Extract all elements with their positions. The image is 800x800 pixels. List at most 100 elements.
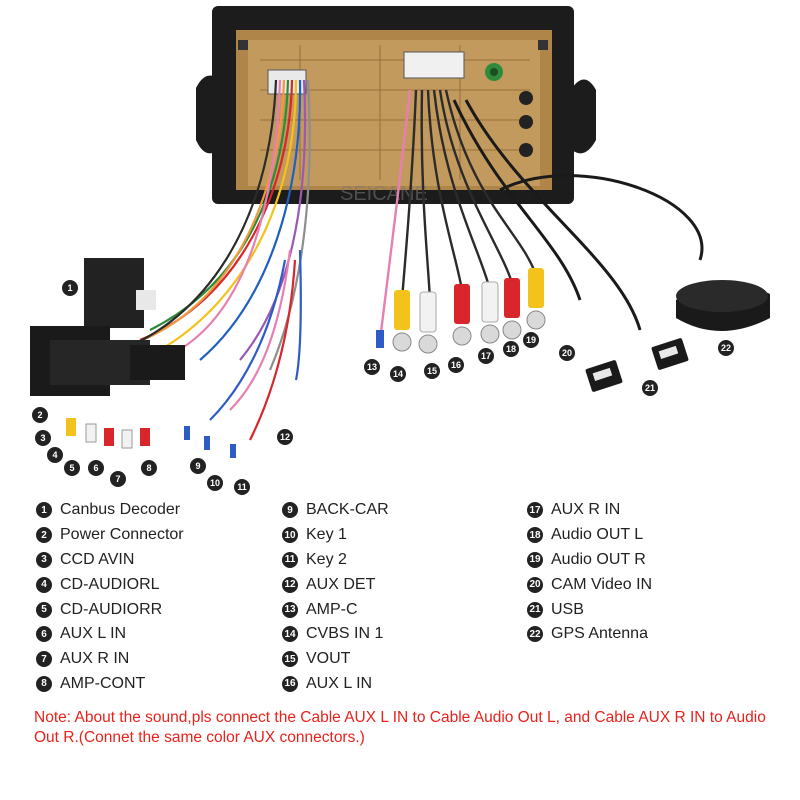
harness-rca-plugs xyxy=(66,418,236,458)
svg-text:8: 8 xyxy=(146,463,151,473)
legend-label: BACK-CAR xyxy=(306,501,389,519)
gps-antenna xyxy=(676,280,770,331)
svg-text:9: 9 xyxy=(195,461,200,471)
callout-4: 4 xyxy=(47,447,63,463)
callout-8: 8 xyxy=(141,460,157,476)
svg-text:22: 22 xyxy=(721,343,731,353)
callout-12: 12 xyxy=(277,429,293,445)
svg-text:16: 16 xyxy=(451,360,461,370)
svg-text:14: 14 xyxy=(393,369,403,379)
legend-item: 5 CD-AUDIORR xyxy=(36,597,184,622)
callout-10: 10 xyxy=(207,475,223,491)
svg-text:21: 21 xyxy=(645,383,655,393)
svg-text:3: 3 xyxy=(40,433,45,443)
callout-20: 20 xyxy=(559,345,575,361)
legend-label: Key 1 xyxy=(306,526,347,544)
legend-number: 14 xyxy=(282,626,298,643)
legend-label: AUX R IN xyxy=(551,501,621,519)
legend-number: 7 xyxy=(36,651,52,668)
callout-6: 6 xyxy=(88,460,104,476)
wiring-diagram: SEICANE xyxy=(30,6,770,495)
svg-text:6: 6 xyxy=(93,463,98,473)
svg-text:20: 20 xyxy=(562,348,572,358)
legend-number: 21 xyxy=(527,601,543,618)
legend-label: AMP-CONT xyxy=(60,674,146,692)
callout-22: 22 xyxy=(718,340,734,356)
legend-number: 16 xyxy=(282,675,298,692)
legend-label: USB xyxy=(551,600,584,618)
svg-text:1: 1 xyxy=(67,283,72,293)
callout-3: 3 xyxy=(35,430,51,446)
callout-11: 11 xyxy=(234,479,250,495)
svg-text:5: 5 xyxy=(69,463,74,473)
legend-label: CCD AVIN xyxy=(60,550,135,568)
legend-item: 20 CAM Video IN xyxy=(527,572,652,597)
callout-18: 18 xyxy=(503,341,519,357)
legend-number: 9 xyxy=(282,502,298,519)
legend-number: 3 xyxy=(36,551,52,568)
legend-item: 17 AUX R IN xyxy=(527,498,652,523)
svg-text:17: 17 xyxy=(481,351,491,361)
svg-text:10: 10 xyxy=(210,478,220,488)
watermark: SEICANE xyxy=(340,183,428,205)
callout-16: 16 xyxy=(448,357,464,373)
svg-text:15: 15 xyxy=(427,366,437,376)
legend-number: 17 xyxy=(527,502,543,519)
legend-item: 21 USB xyxy=(527,597,652,622)
usb-plugs xyxy=(585,338,689,392)
legend-number: 11 xyxy=(282,551,298,568)
legend-item: 14 CVBS IN 1 xyxy=(282,622,389,647)
power-connector-body xyxy=(30,326,185,396)
legend-number: 5 xyxy=(36,601,52,618)
head-unit xyxy=(196,6,596,204)
legend-item: 9 BACK-CAR xyxy=(282,498,389,523)
connection-note: Note: About the sound,pls connect the Ca… xyxy=(34,709,766,746)
legend-item: 12 AUX DET xyxy=(282,572,389,597)
callout-7: 7 xyxy=(110,471,126,487)
legend-label: AMP-C xyxy=(306,600,358,618)
legend-number: 12 xyxy=(282,576,298,593)
legend-number: 8 xyxy=(36,675,52,692)
callout-21: 21 xyxy=(642,380,658,396)
legend-number: 19 xyxy=(527,551,543,568)
middle-cables xyxy=(378,89,704,341)
legend-label: CAM Video IN xyxy=(551,575,653,593)
legend-number: 20 xyxy=(527,576,543,593)
callout-9: 9 xyxy=(190,458,206,474)
svg-text:11: 11 xyxy=(237,482,247,492)
callout-17: 17 xyxy=(478,348,494,364)
svg-text:7: 7 xyxy=(115,474,120,484)
legend-number: 1 xyxy=(36,502,52,519)
legend-label: Power Connector xyxy=(60,526,184,544)
callout-2: 2 xyxy=(32,407,48,423)
legend-number: 4 xyxy=(36,576,52,593)
legend-label: GPS Antenna xyxy=(551,625,648,643)
callout-19: 19 xyxy=(523,332,539,348)
svg-text:18: 18 xyxy=(506,344,516,354)
callout-1: 1 xyxy=(62,280,78,296)
legend-item: 8 AMP-CONT xyxy=(36,672,184,697)
legend-label: AUX DET xyxy=(306,575,376,593)
legend-number: 18 xyxy=(527,527,543,544)
legend-label: CVBS IN 1 xyxy=(306,625,384,643)
legend-number: 6 xyxy=(36,626,52,643)
callout-15: 15 xyxy=(424,363,440,379)
legend-label: CD-AUDIORR xyxy=(60,600,163,618)
svg-text:12: 12 xyxy=(280,432,290,442)
legend-number: 15 xyxy=(282,651,298,668)
